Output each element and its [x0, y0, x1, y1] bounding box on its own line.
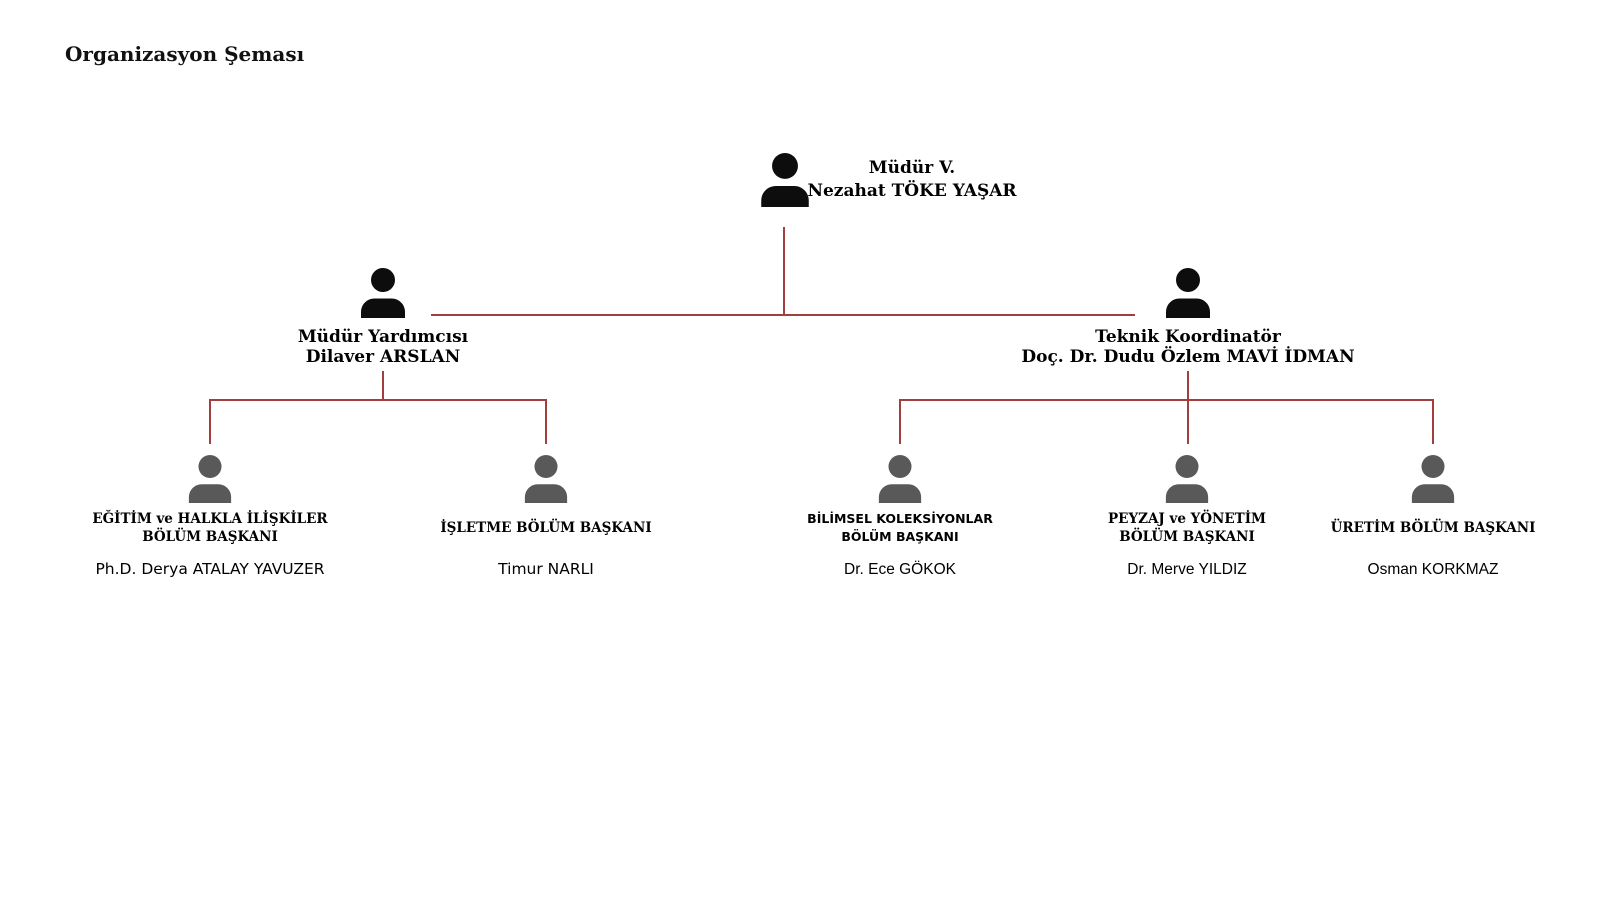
person-icon [522, 455, 570, 503]
technical-coordinator-name: Doç. Dr. Dudu Özlem MAVİ İDMAN [1021, 347, 1355, 367]
person-icon [186, 455, 234, 503]
node-technical-coordinator: Teknik Koordinatör Doç. Dr. Dudu Özlem M… [978, 327, 1398, 367]
node-deputy-director: Müdür Yardımcısı Dilaver ARSLAN [203, 327, 563, 367]
root-name: Nezahat TÖKE YAŞAR [807, 181, 1017, 201]
node-root: Müdür V. Nezahat TÖKE YAŞAR [712, 157, 1112, 203]
person-icon [1163, 455, 1211, 503]
person-icon [758, 153, 812, 207]
department-title-line2: BÖLÜM BAŞKANI [142, 529, 278, 545]
node-operations-department-name: Timur NARLI [498, 560, 594, 578]
deputy-director-name: Dilaver ARSLAN [305, 347, 461, 367]
deputy-director-role: Müdür Yardımcısı [297, 327, 469, 347]
connector-left-child1-drop [209, 399, 211, 444]
connector-left-parent-drop [382, 371, 384, 400]
department-title-line1: ÜRETİM BÖLÜM BAŞKANI [1330, 520, 1536, 536]
node-education-department-name: Ph.D. Derya ATALAY YAVUZER [95, 560, 325, 578]
node-production-department-title: ÜRETİM BÖLÜM BAŞKANI [1283, 509, 1583, 547]
connector-level2-horizontal [431, 314, 1135, 316]
connector-right-parent-drop [1187, 371, 1189, 444]
connector-right-child3-drop [1432, 399, 1434, 444]
node-collections-department-title: BİLİMSEL KOLEKSİYONLAR BÖLÜM BAŞKANI [750, 509, 1050, 547]
node-education-department-title: EĞİTİM ve HALKLA İLİŞKİLER BÖLÜM BAŞKANI [60, 509, 360, 547]
department-title-line1: PEYZAJ ve YÖNETİM [1108, 511, 1266, 527]
connector-root-drop [783, 227, 785, 315]
connector-left-child2-drop [545, 399, 547, 444]
node-production-department-name: Osman KORKMAZ [1367, 561, 1499, 578]
department-title-line2: BÖLÜM BAŞKANI [1119, 529, 1255, 545]
connector-right-branch-horizontal [899, 399, 1434, 401]
department-title-line1: BİLİMSEL KOLEKSİYONLAR [807, 511, 993, 526]
person-icon [1163, 268, 1213, 318]
node-landscape-department-title: PEYZAJ ve YÖNETİM BÖLÜM BAŞKANI [1037, 509, 1337, 547]
technical-coordinator-role: Teknik Koordinatör [1095, 327, 1281, 347]
person-icon [876, 455, 924, 503]
connector-left-branch-horizontal [209, 399, 547, 401]
node-operations-department-title: İŞLETME BÖLÜM BAŞKANI [396, 509, 696, 547]
person-icon [358, 268, 408, 318]
connector-right-child1-drop [899, 399, 901, 444]
department-title-line1: EĞİTİM ve HALKLA İLİŞKİLER [92, 511, 328, 527]
node-collections-department-name: Dr. Ece GÖKOK [844, 561, 956, 578]
root-role: Müdür V. [868, 158, 956, 178]
department-title-line1: İŞLETME BÖLÜM BAŞKANI [440, 520, 652, 536]
page-title: Organizasyon Şeması [65, 42, 305, 66]
node-landscape-department-name: Dr. Merve YILDIZ [1127, 561, 1247, 578]
person-icon [1409, 455, 1457, 503]
department-title-line2: BÖLÜM BAŞKANI [841, 529, 959, 544]
